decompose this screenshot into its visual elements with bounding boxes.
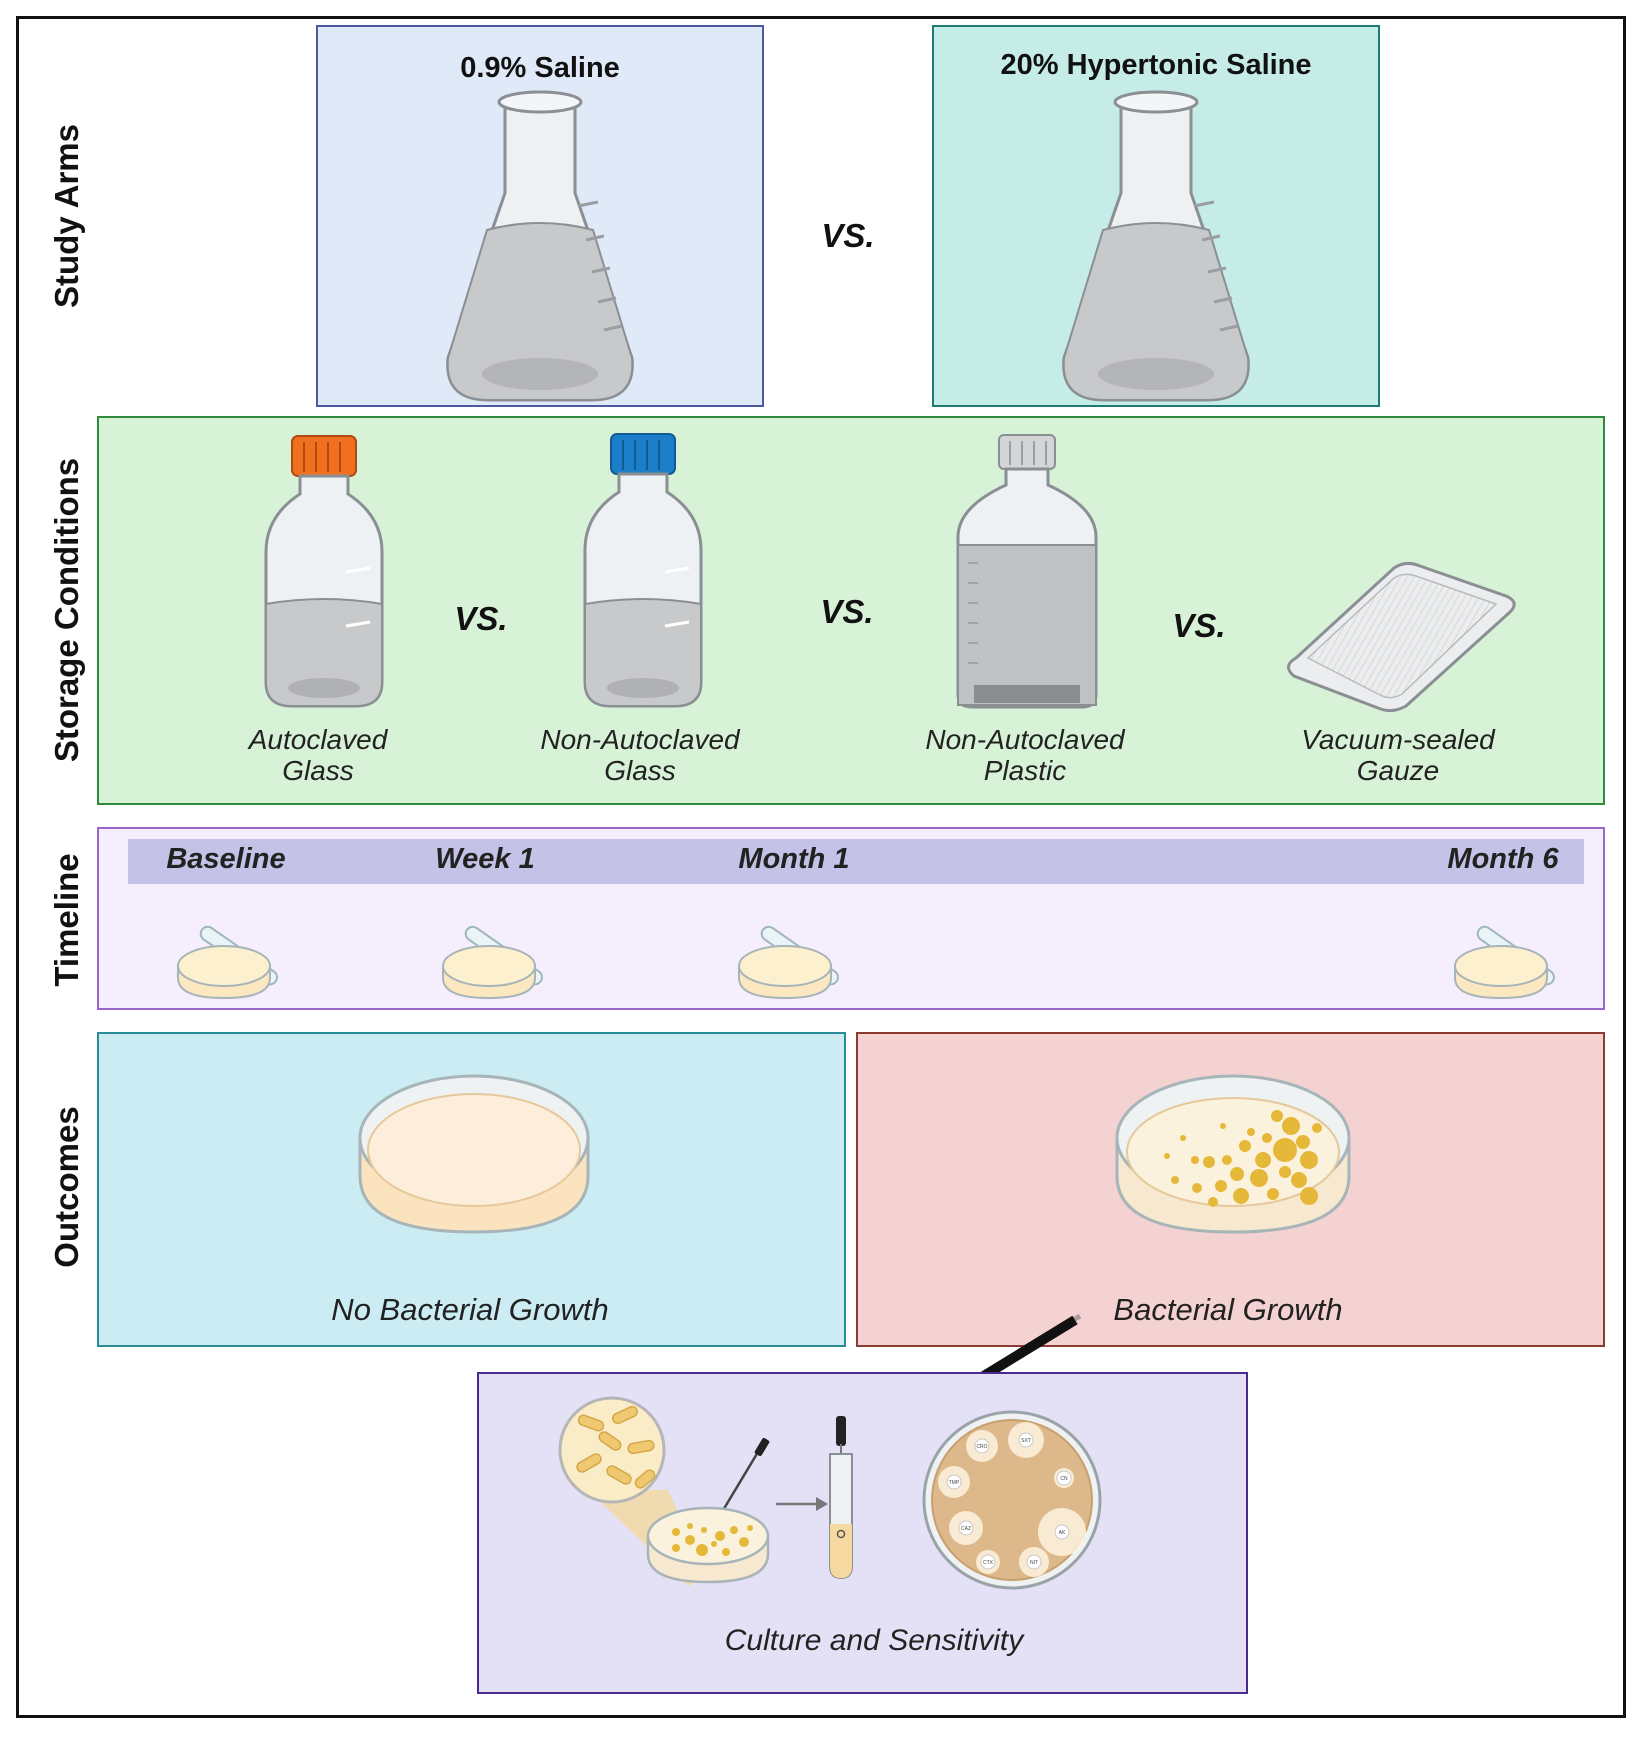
study-arm-title-isotonic: 0.9% Saline [460,52,620,84]
vs-label-storage-3: VS. [1172,607,1226,644]
test-tube-icon [829,1416,853,1580]
orange-cap-glass-bottle-icon [264,435,384,708]
disc-label: SXT [1021,1438,1031,1444]
disc-label: NIT [1030,1560,1038,1566]
clear-petri-dish-icon [358,1074,590,1234]
vs-label-storage-1: VS. [454,600,508,637]
petri-dish-icon [1454,925,1555,1000]
timeline-band [128,839,1584,884]
gauze-pad-icon [1287,561,1516,713]
row-label-outcomes: Outcomes [48,1106,85,1268]
storage-caption-autoclaved-glass: Autoclaved Glass [249,724,388,786]
caption-line: Glass [282,755,354,786]
vs-label-storage-2: VS. [820,593,874,630]
caption-line: Vacuum-sealed [1301,724,1495,755]
caption-line: Autoclaved [248,724,388,755]
disc-label: TMP [949,1480,960,1486]
row-label-timeline: Timeline [48,853,85,987]
storage-caption-non-autoclaved-plastic: Non-Autoclaved Plastic [925,724,1124,786]
figure-frame [16,16,1626,1718]
caption-line: Glass [604,755,676,786]
study-arm-title-hypertonic: 20% Hypertonic Saline [1000,49,1312,81]
erlenmeyer-flask-icon [1062,90,1250,402]
erlenmeyer-flask-icon [446,90,634,402]
outcome-label-growth: Bacterial Growth [1113,1292,1343,1327]
row-label-storage: Storage Conditions [48,457,85,763]
caption-line: Non-Autoclaved [925,724,1125,755]
caption-line: Gauze [1356,755,1440,786]
antibiotic-sensitivity-plate-icon: CRO SXT TMP CN CAZ AK CTX NIT [922,1410,1102,1590]
plastic-bottle-icon [956,434,1098,709]
petri-dish-icon [442,925,543,1000]
vs-label-study-arms: VS. [821,217,875,254]
disc-label: CRO [976,1444,987,1450]
disc-label: AK [1059,1530,1066,1536]
disc-label: CN [1060,1476,1068,1482]
culture-label: Culture and Sensitivity [724,1624,1024,1657]
petri-dish-with-loop-icon [646,1437,770,1584]
outcome-label-no-growth: No Bacterial Growth [331,1292,609,1327]
storage-caption-vacuum-sealed-gauze: Vacuum-sealed Gauze [1301,724,1495,786]
petri-dish-icon [177,925,278,1000]
timeline-label-week-1: Week 1 [435,843,535,875]
colony-petri-dish-icon [1115,1074,1351,1234]
caption-line: Non-Autoclaved [540,724,740,755]
blue-cap-glass-bottle-icon [583,433,703,708]
caption-line: Plastic [983,755,1067,786]
gray-arrow-icon [776,1497,828,1511]
disc-label: CTX [983,1560,994,1566]
storage-caption-non-autoclaved-glass: Non-Autoclaved Glass [540,724,739,786]
timeline-label-baseline: Baseline [166,843,286,875]
timeline-label-month-1: Month 1 [738,843,850,875]
row-label-study-arms: Study Arms [48,124,85,308]
timeline-label-month-6: Month 6 [1447,843,1559,875]
petri-dish-icon [738,925,839,1000]
disc-label: CAZ [961,1526,971,1532]
